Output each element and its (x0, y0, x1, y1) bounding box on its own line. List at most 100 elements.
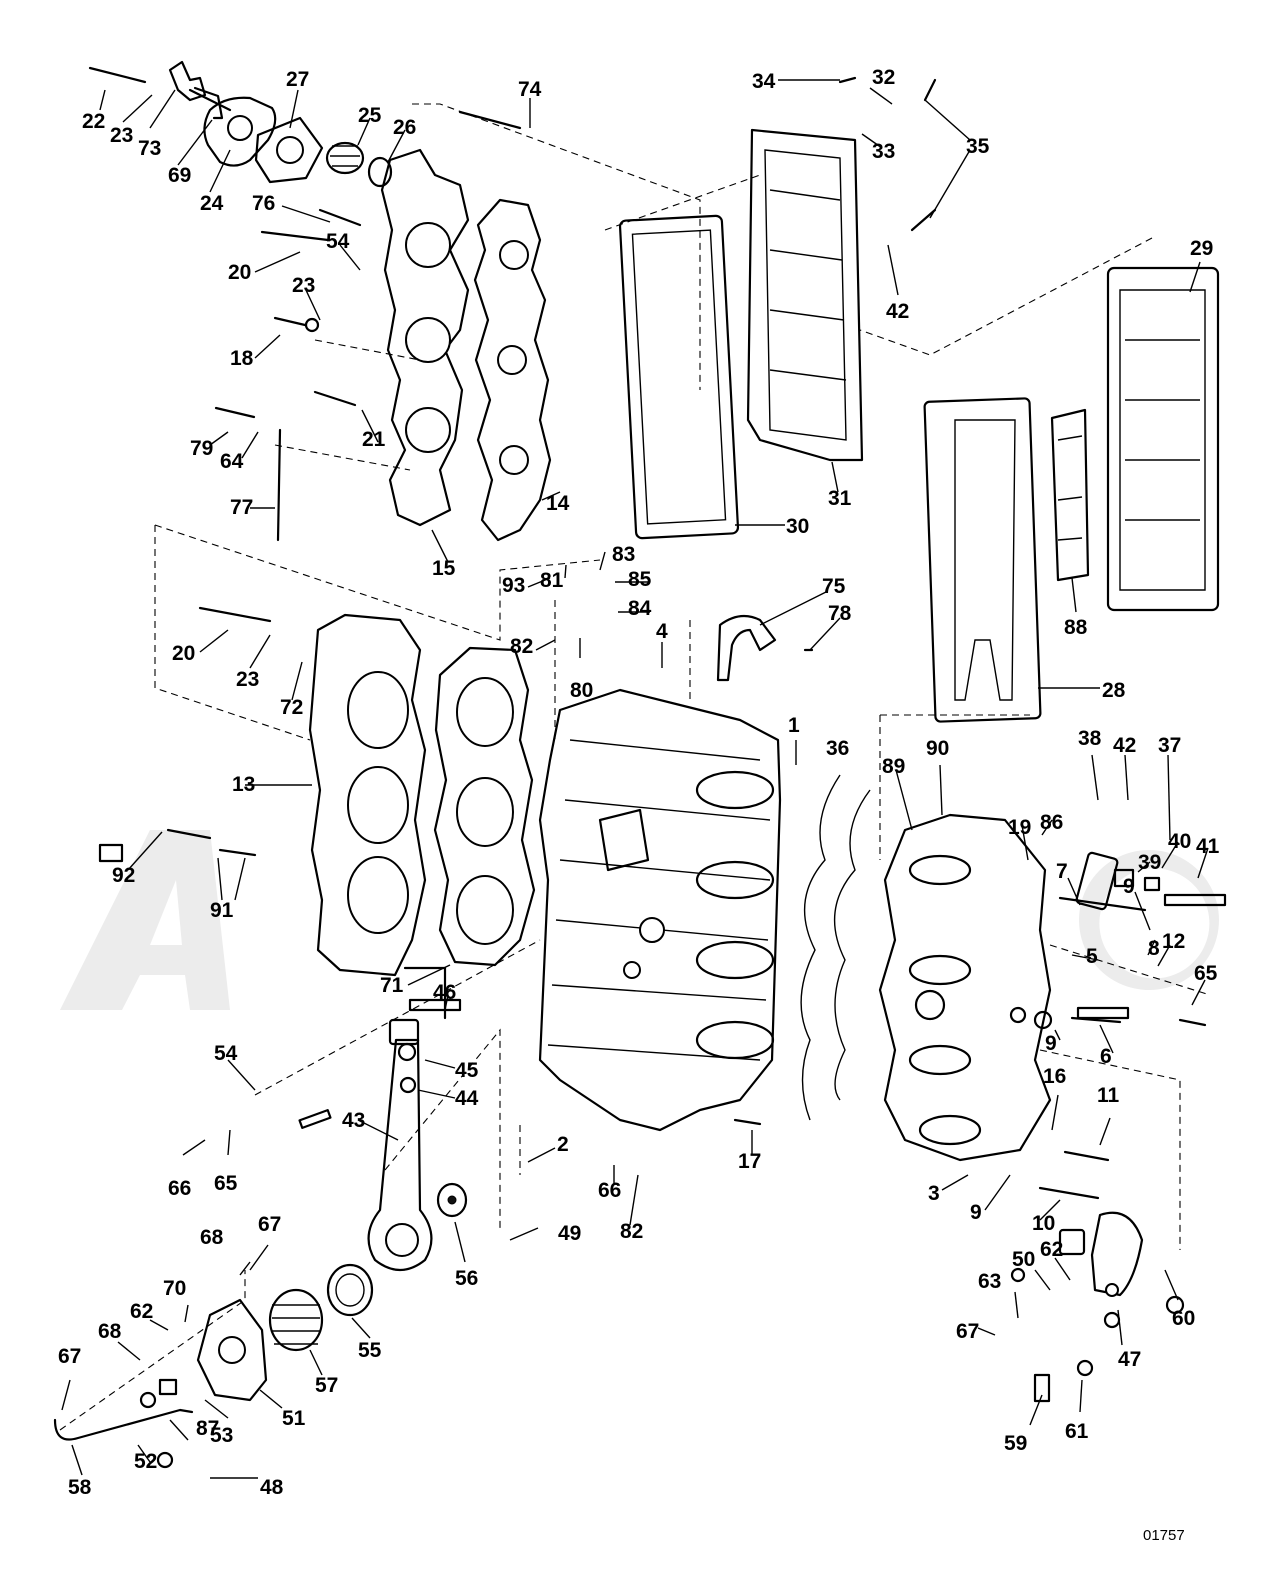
part-link-rod (53, 1408, 194, 1441)
callout-23: 23 (292, 274, 315, 297)
callout-numbers: 2223736924272526747654202318217964771514… (58, 66, 1220, 1499)
callout-16: 16 (1043, 1065, 1066, 1088)
callout-65: 65 (1194, 962, 1218, 985)
callout-64: 64 (220, 450, 244, 473)
part-small-hardware (98, 317, 1227, 1469)
part-reed-plate (1050, 408, 1090, 582)
callout-54: 54 (214, 1042, 238, 1065)
callout-57: 57 (315, 1374, 338, 1397)
callout-18: 18 (230, 347, 254, 370)
callout-20: 20 (228, 261, 251, 284)
callout-54: 54 (326, 230, 350, 253)
callout-5: 5 (1086, 945, 1098, 968)
callout-67: 67 (58, 1345, 81, 1368)
callout-13: 13 (232, 773, 255, 796)
callout-44: 44 (455, 1087, 479, 1110)
callout-6: 6 (1100, 1045, 1112, 1068)
callout-47: 47 (1118, 1348, 1141, 1371)
part-spark-control-lever (1090, 1211, 1144, 1297)
callout-88: 88 (1064, 616, 1088, 639)
callout-83: 83 (612, 543, 635, 566)
callout-15: 15 (432, 557, 456, 580)
callout-71: 71 (380, 974, 404, 997)
callout-12: 12 (1162, 930, 1185, 953)
callout-56: 56 (455, 1267, 478, 1290)
callout-92: 92 (112, 864, 135, 887)
callout-39: 39 (1138, 851, 1161, 874)
callout-27: 27 (286, 68, 309, 91)
callout-22: 22 (82, 110, 105, 133)
callout-8: 8 (1148, 937, 1160, 960)
callout-31: 31 (828, 487, 852, 510)
callout-48: 48 (260, 1476, 284, 1499)
callout-61: 61 (1065, 1420, 1089, 1443)
callout-80: 80 (570, 679, 593, 702)
callout-20: 20 (172, 642, 195, 665)
callout-75: 75 (822, 575, 846, 598)
callout-82: 82 (510, 635, 533, 658)
callout-40: 40 (1168, 830, 1191, 853)
callout-66: 66 (598, 1179, 621, 1202)
callout-70: 70 (163, 1277, 186, 1300)
callout-91: 91 (210, 899, 234, 922)
callout-9: 9 (970, 1201, 982, 1224)
callout-41: 41 (1196, 835, 1220, 858)
callout-45: 45 (455, 1059, 479, 1082)
callout-23: 23 (236, 668, 259, 691)
callout-66: 66 (168, 1177, 191, 1200)
part-roller-bearing (326, 1263, 374, 1317)
callout-67: 67 (258, 1213, 281, 1236)
callout-55: 55 (358, 1339, 382, 1362)
part-exhaust-cover (746, 128, 864, 462)
callout-74: 74 (518, 78, 542, 101)
callout-77: 77 (230, 496, 253, 519)
part-oil-bracket (716, 614, 777, 682)
callout-63: 63 (978, 1270, 1001, 1293)
diagram-number: 01757 (1143, 1527, 1185, 1544)
callout-37: 37 (1158, 734, 1181, 757)
callout-81: 81 (540, 569, 564, 592)
callout-2: 2 (557, 1133, 569, 1156)
callout-24: 24 (200, 192, 224, 215)
part-head-gasket-upper (473, 198, 552, 542)
part-crankcase-cylinder-block (538, 688, 782, 1132)
callout-72: 72 (280, 696, 303, 719)
part-exhaust-manifold-plate (1106, 266, 1220, 612)
callout-42: 42 (1113, 734, 1136, 757)
part-thermostat-housing-cover (168, 60, 277, 167)
part-cylinder-head-lower (308, 613, 427, 977)
callout-59: 59 (1004, 1432, 1027, 1455)
callout-49: 49 (558, 1222, 581, 1245)
part-throttle-cam (196, 1298, 268, 1402)
callout-28: 28 (1102, 679, 1126, 702)
callout-82: 82 (620, 1220, 643, 1243)
watermark (60, 830, 1219, 1010)
callout-19: 19 (1008, 816, 1031, 839)
part-exhaust-plate-gasket (923, 397, 1042, 723)
callout-35: 35 (966, 135, 990, 158)
callout-73: 73 (138, 137, 161, 160)
part-cylinder-head-gasket (433, 646, 536, 967)
part-exhaust-cover-gasket (618, 214, 740, 540)
callout-90: 90 (926, 737, 949, 760)
callout-10: 10 (1032, 1212, 1055, 1235)
callout-62: 62 (1040, 1238, 1063, 1261)
callout-51: 51 (282, 1407, 306, 1430)
callout-58: 58 (68, 1476, 92, 1499)
assembly-guide-lines (59, 103, 1211, 1431)
callout-25: 25 (358, 104, 382, 127)
callout-17: 17 (738, 1150, 761, 1173)
callout-87: 87 (196, 1417, 219, 1440)
callout-62: 62 (130, 1300, 153, 1323)
callout-60: 60 (1172, 1307, 1195, 1330)
callout-14: 14 (546, 492, 570, 515)
callout-84: 84 (628, 597, 652, 620)
callout-36: 36 (826, 737, 849, 760)
callout-52: 52 (134, 1450, 157, 1473)
callout-53: 53 (210, 1424, 233, 1447)
callout-38: 38 (1078, 727, 1102, 750)
part-thrust-washer (436, 1182, 468, 1218)
callout-23: 23 (110, 124, 133, 147)
callout-86: 86 (1040, 811, 1063, 834)
